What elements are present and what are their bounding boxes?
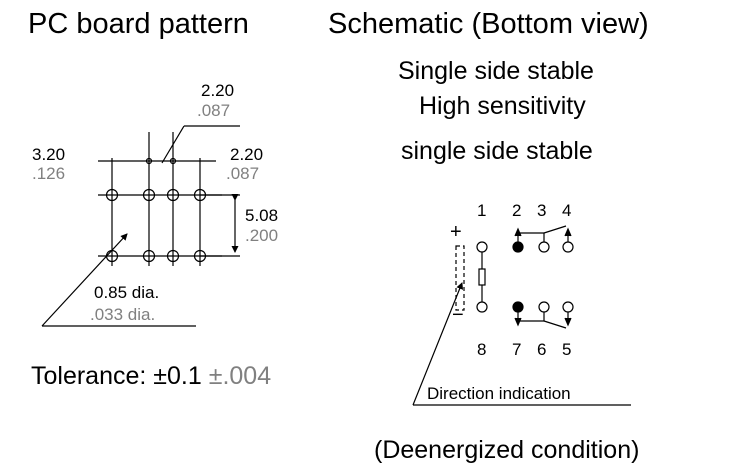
schematic-line-3: single side stable xyxy=(401,137,593,165)
schematic-line-2: High sensitivity xyxy=(419,92,586,120)
dim-hole-inch: .033 dia. xyxy=(90,305,156,324)
hole xyxy=(142,249,156,263)
contact-arrow-5 xyxy=(564,317,572,327)
hole xyxy=(193,249,207,263)
dim-dot-right xyxy=(169,157,177,165)
direction-leader xyxy=(412,282,464,406)
hole xyxy=(166,249,180,263)
pin-2: 2 xyxy=(512,201,522,220)
dim-hole-leader xyxy=(41,233,128,327)
pin-5: 5 xyxy=(562,340,572,359)
pin-8: 8 xyxy=(477,340,487,359)
dim-right-top-inch: .087 xyxy=(226,164,260,183)
dim-top-mm: 2.20 xyxy=(201,81,235,100)
tolerance-line: Tolerance: ±0.1 ±.004 xyxy=(31,362,271,391)
pin-7: 7 xyxy=(512,340,522,359)
pin-4: 4 xyxy=(562,201,572,220)
pin-3: 3 xyxy=(537,201,547,220)
contact-arm-top xyxy=(543,225,567,234)
dim-right-top-mm: 2.20 xyxy=(230,145,264,164)
condition-label: (Deenergized condition) xyxy=(374,436,640,464)
schematic-line-1: Single side stable xyxy=(398,57,594,85)
pc-board-pattern xyxy=(41,125,240,327)
dim-right-side-mm: 5.08 xyxy=(245,206,279,225)
direction-indicator xyxy=(455,245,465,311)
contact-arrow-2 xyxy=(514,227,522,237)
contact-arm-bottom xyxy=(543,320,567,329)
dim-left-inch: .126 xyxy=(32,164,66,183)
coil-terminal-top xyxy=(476,241,488,253)
hole xyxy=(166,188,180,202)
minus-sign: − xyxy=(452,304,464,326)
direction-label: Direction indication xyxy=(427,384,571,403)
terminal-5 xyxy=(562,301,574,313)
contact-arrow-7 xyxy=(514,317,522,327)
dim-left-mm: 3.20 xyxy=(32,145,66,164)
terminal-4 xyxy=(562,241,574,253)
schematic-title: Schematic (Bottom view) xyxy=(328,8,649,40)
hole xyxy=(105,188,119,202)
pc-board-title: PC board pattern xyxy=(28,8,249,40)
terminal-7 xyxy=(512,301,524,313)
tolerance-label: Tolerance: xyxy=(31,362,154,390)
plus-sign: + xyxy=(450,221,462,243)
hole xyxy=(193,188,207,202)
hole xyxy=(105,249,119,263)
tolerance-mm: ±0.1 xyxy=(153,362,202,390)
dim-top-inch: .087 xyxy=(197,101,231,120)
dim-top-leader xyxy=(161,125,185,164)
terminal-2 xyxy=(512,241,524,253)
tolerance-inch: ±.004 xyxy=(208,362,272,390)
terminal-3 xyxy=(538,241,550,253)
hole xyxy=(142,188,156,202)
contact-arrow-4 xyxy=(564,227,572,237)
dim-dot-left xyxy=(145,157,153,165)
dim-hole-mm: 0.85 dia. xyxy=(94,283,160,302)
terminal-6 xyxy=(538,301,550,313)
pin-1: 1 xyxy=(477,201,487,220)
dim-right-side-inch: .200 xyxy=(245,226,279,245)
coil-resistor xyxy=(478,268,486,286)
schematic-diagram xyxy=(412,225,631,406)
pin-6: 6 xyxy=(537,340,547,359)
coil-terminal-bottom xyxy=(476,301,488,313)
